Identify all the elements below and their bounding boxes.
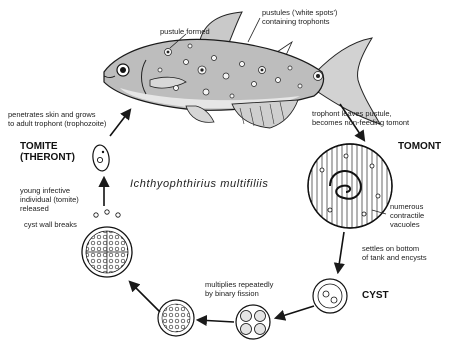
label-young-infective: young infective individual (tomite) rele… (20, 186, 79, 213)
label-multiplies: multiplies repeatedly by binary fission (205, 280, 273, 298)
arrow-four-to-many (198, 320, 234, 322)
label-numerous-vacuoles: numerous contractile vacuoles (390, 202, 424, 229)
cyst-illustration (313, 279, 347, 313)
dividing-cyst-many (158, 300, 194, 336)
label-pustules-white-spots: pustules ('white spots') containing trop… (262, 8, 337, 26)
mature-cyst (82, 227, 132, 277)
stage-cyst: CYST (362, 290, 389, 301)
stage-tomont: TOMONT (398, 141, 441, 152)
label-cyst-wall-breaks: cyst wall breaks (24, 220, 77, 229)
arrow-many-to-mature (130, 282, 160, 312)
label-settles-bottom: settles on bottom of tank and encysts (362, 244, 427, 262)
arrow-cyst-to-four (276, 306, 314, 318)
label-pustule-formed: pustule formed (160, 27, 210, 36)
label-penetrates-skin: penetrates skin and grows to adult troph… (8, 110, 106, 128)
arrow-tomont-to-cyst (338, 232, 344, 272)
tomite-illustration (91, 144, 110, 172)
dividing-cyst-four (236, 305, 270, 339)
label-trophont-leaves: trophont leaves pustule, becomes non-fee… (312, 109, 409, 127)
released-tomites (94, 210, 120, 217)
organism-name: Ichthyophthirius multifiliis (130, 178, 268, 190)
arrow-tomite-to-fish (110, 110, 130, 136)
stage-tomite: TOMITE (THERONT) (20, 141, 75, 163)
tomont-illustration (308, 144, 392, 228)
